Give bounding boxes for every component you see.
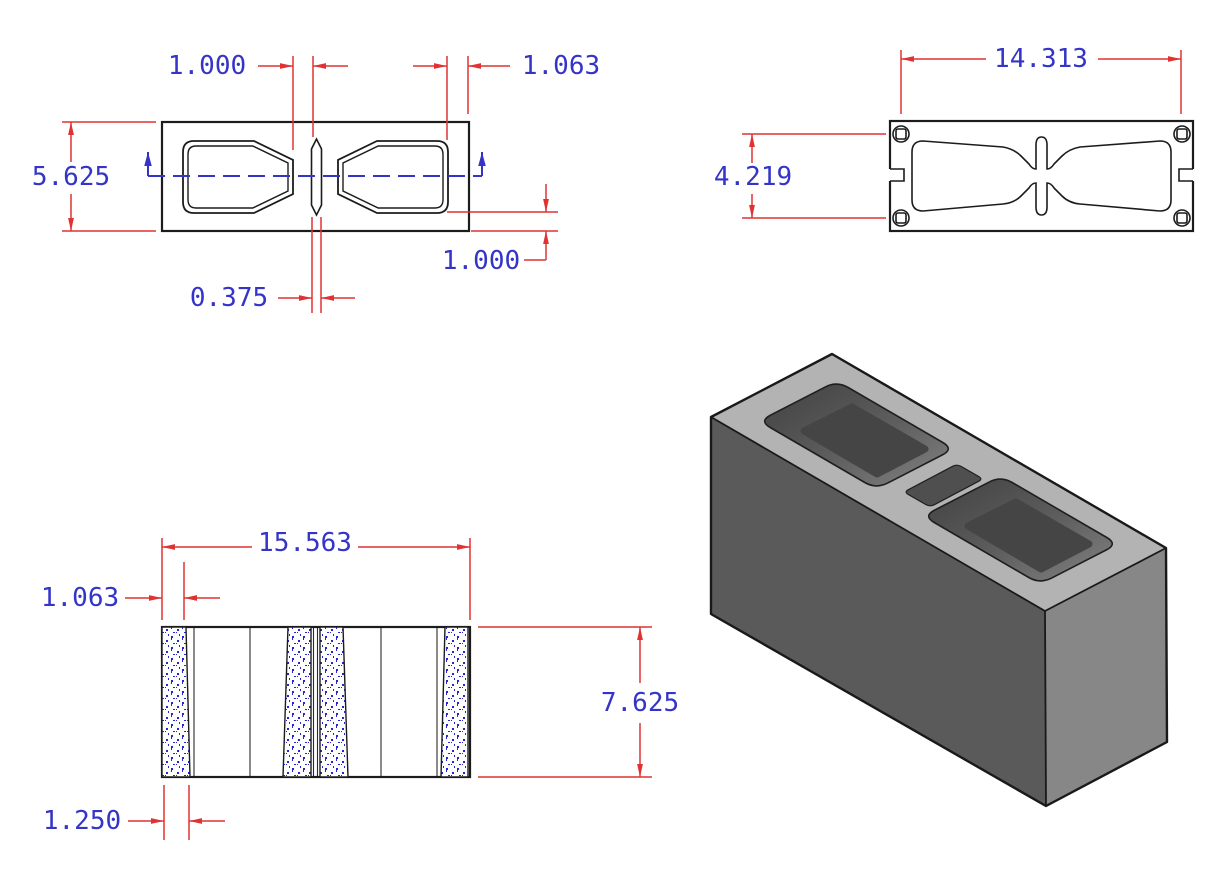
bottom-dimension-lines — [742, 50, 1182, 219]
plan-left-core-inner — [187, 145, 289, 209]
section-right-shell — [440, 626, 469, 778]
section-block-outline — [160, 625, 472, 779]
dim-section-top-shell: 1.063 — [40, 583, 120, 613]
dim-plan-web-thickness: 0.375 — [189, 283, 269, 313]
section-web-right-half — [319, 626, 349, 778]
bottom-view — [742, 50, 1195, 233]
dim-bottom-core-span: 14.313 — [994, 44, 1088, 74]
plan-section-centerline — [144, 152, 486, 177]
dim-plan-face-shell: 1.000 — [441, 246, 521, 276]
section-background-edges — [193, 628, 438, 776]
dim-bottom-core-height: 4.219 — [713, 162, 793, 192]
bottom-outline — [888, 119, 1195, 233]
section-left-shell — [161, 626, 191, 778]
dim-section-bottom-shell: 1.250 — [42, 806, 122, 836]
plan-right-core-inner — [342, 145, 444, 209]
bottom-right-notch — [1178, 168, 1195, 182]
plan-right-core-outer — [337, 140, 449, 214]
dim-plan-end-shell: 1.063 — [521, 51, 601, 81]
bottom-left-notch — [888, 168, 905, 182]
dim-section-length: 15.563 — [258, 528, 352, 558]
plan-center-web — [310, 137, 323, 217]
section-view — [125, 538, 652, 840]
section-cut-material — [161, 626, 469, 778]
dim-plan-web-gap: 1.000 — [167, 51, 247, 81]
iso-center-slot — [905, 464, 982, 507]
iso-right-face — [1045, 548, 1167, 806]
plan-dimension-lines — [62, 56, 558, 313]
section-web-left-half — [282, 626, 312, 778]
iso-edges — [709, 352, 1169, 808]
iso-core-depth-shading — [800, 403, 1093, 573]
iso-front-face — [711, 417, 1046, 806]
isometric-view — [709, 352, 1169, 808]
dim-section-height: 7.625 — [600, 688, 680, 718]
bottom-corner-cores — [892, 125, 1191, 227]
plan-left-core-outer — [182, 140, 294, 214]
dim-plan-width: 5.625 — [31, 162, 111, 192]
bottom-core-cavity-outline — [911, 136, 1172, 216]
plan-view — [62, 56, 558, 313]
section-dimension-lines — [125, 538, 652, 840]
